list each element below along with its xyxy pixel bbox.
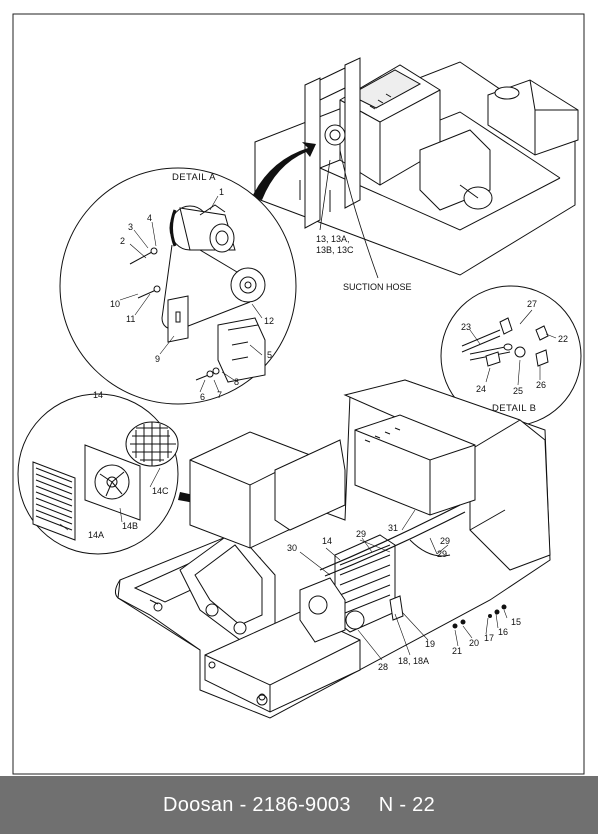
callout-29-a: 29 bbox=[356, 529, 366, 539]
callout-28: 28 bbox=[378, 662, 388, 672]
callout-22: 22 bbox=[558, 334, 568, 344]
callout-4: 4 bbox=[147, 213, 152, 223]
callout-14: 14 bbox=[93, 390, 103, 400]
callout-25: 25 bbox=[513, 386, 523, 396]
callout-12: 12 bbox=[264, 316, 274, 326]
callout-20: 20 bbox=[469, 638, 479, 648]
callout-8: 8 bbox=[234, 377, 239, 387]
footer-page-reference: N - 22 bbox=[378, 793, 436, 816]
callout-16: 16 bbox=[498, 627, 508, 637]
callout-6: 6 bbox=[200, 392, 205, 402]
engine-assembly-top bbox=[254, 57, 579, 279]
detail-a-title: DETAIL A bbox=[172, 172, 216, 183]
machine-leader-lines bbox=[299, 509, 508, 661]
callout-15: 15 bbox=[511, 617, 521, 627]
callout-14b: 14B bbox=[122, 521, 138, 531]
fastener-group bbox=[452, 604, 507, 629]
label-compressor-group: 13, 13A, bbox=[316, 234, 350, 244]
callout-7: 7 bbox=[217, 390, 222, 400]
detail-a-pointer-arrow bbox=[252, 142, 316, 200]
callout-31: 31 bbox=[388, 523, 398, 533]
callout-29-b: 29 bbox=[440, 536, 450, 546]
label-compressor-group-2: 13B, 13C bbox=[316, 245, 354, 255]
callout-29-c: 29 bbox=[437, 549, 447, 559]
exploded-parts-diagram: DETAIL A bbox=[12, 13, 585, 775]
callout-1: 1 bbox=[219, 187, 224, 197]
callout-30: 30 bbox=[287, 543, 297, 553]
callout-27: 27 bbox=[527, 299, 537, 309]
callout-2: 2 bbox=[120, 236, 125, 246]
callout-14a: 14A bbox=[88, 530, 104, 540]
label-suction-hose: SUCTION HOSE bbox=[343, 282, 412, 292]
callout-3: 3 bbox=[128, 222, 133, 232]
callout-18: 18, 18A bbox=[398, 656, 429, 666]
condenser-detail-view: 14 14C 14B 14A bbox=[17, 390, 179, 555]
callout-23: 23 bbox=[461, 322, 471, 332]
callout-14c: 14C bbox=[152, 486, 169, 496]
callout-21: 21 bbox=[452, 646, 462, 656]
callout-26: 26 bbox=[536, 380, 546, 390]
footer-bar: Doosan - 2186-9003 N - 22 bbox=[0, 776, 598, 834]
callout-14-machine: 14 bbox=[322, 536, 332, 546]
callout-10: 10 bbox=[110, 299, 120, 309]
callout-17: 17 bbox=[484, 633, 494, 643]
detail-b-view: DETAIL B 27 23 22 24 25 26 bbox=[440, 285, 582, 427]
machine-upper-structure bbox=[114, 379, 551, 719]
callout-19: 19 bbox=[425, 639, 435, 649]
callout-5: 5 bbox=[267, 350, 272, 360]
footer-brand-part-number: Doosan - 2186-9003 bbox=[162, 793, 351, 816]
detail-b-title: DETAIL B bbox=[492, 403, 536, 414]
page-border bbox=[12, 13, 585, 775]
callout-9: 9 bbox=[155, 354, 160, 364]
parts-diagram-page: DETAIL A bbox=[12, 13, 585, 775]
callout-11: 11 bbox=[126, 314, 135, 324]
detail-a-view: DETAIL A bbox=[59, 167, 297, 405]
callout-24: 24 bbox=[476, 384, 486, 394]
